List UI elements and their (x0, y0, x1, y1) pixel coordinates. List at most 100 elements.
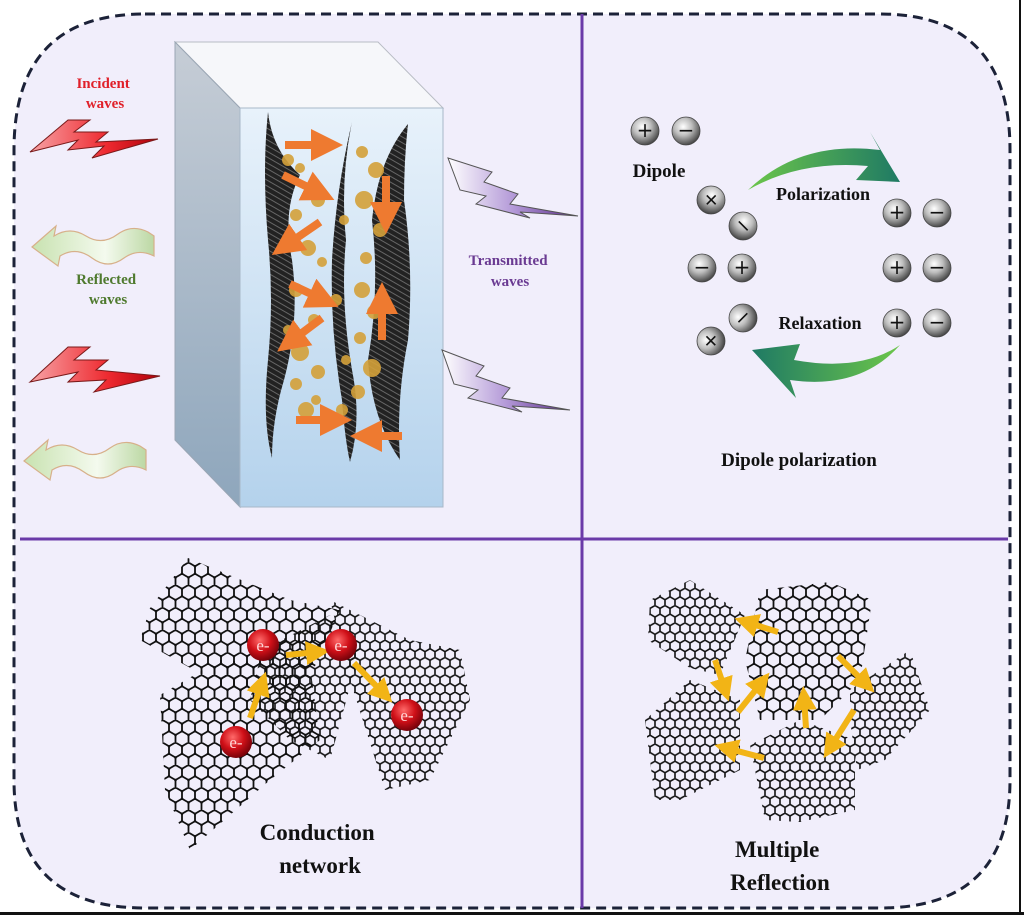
gold-particle (354, 332, 366, 344)
negative-charge-sphere: − (687, 253, 717, 283)
electron-label: e- (229, 733, 243, 752)
gold-particle (282, 154, 294, 166)
positive-charge-sphere: + (696, 326, 726, 356)
gold-particle (373, 223, 387, 237)
panel-wave-interaction: Incident waves Reflected waves Transmitt… (23, 40, 579, 509)
charge-symbol: + (889, 255, 906, 279)
positive-charge-sphere: + (630, 116, 660, 146)
gold-particle (360, 252, 372, 264)
electron: e- (391, 699, 423, 731)
transmitted-wave-arrow (441, 349, 571, 413)
dipole-label: Dipole (633, 161, 686, 182)
negative-charge-sphere: − (671, 116, 701, 146)
gold-particle (311, 395, 321, 405)
reflected-wave-arrow (23, 438, 147, 482)
yellow-arrow (351, 660, 393, 703)
orange-arrow (277, 314, 325, 352)
yellow-arrow (835, 653, 875, 693)
gold-particle (356, 146, 368, 158)
negative-charge-sphere: − (922, 253, 952, 283)
dipole-spheres: +−+−−+−++−+−+− (630, 116, 952, 356)
positive-charge-sphere: + (696, 185, 726, 215)
panel-dipole-polarization: +−+−−+−++−+−+− Dipole Polarization Relax… (630, 116, 952, 471)
negative-charge-sphere: − (922, 198, 952, 228)
reflected-wave-arrow (31, 224, 155, 268)
yellow-arrow (285, 641, 330, 666)
charge-symbol: + (734, 255, 751, 279)
gold-particle (298, 402, 314, 418)
negative-charge-sphere: − (922, 308, 952, 338)
graphene-sheet-middle (331, 122, 357, 462)
gold-particle (290, 378, 302, 390)
gold-particle (330, 294, 342, 306)
charge-symbol: + (889, 310, 906, 334)
reflected-waves-label: Reflected waves (76, 272, 140, 308)
relaxation-arrow (752, 344, 900, 398)
conduction-network-caption: Conduction network (260, 820, 381, 878)
gold-particle (354, 282, 370, 298)
gold-particle (351, 385, 365, 399)
electrons: e-e-e-e- (220, 629, 423, 758)
positive-charge-sphere: + (882, 253, 912, 283)
gold-particle (311, 365, 325, 379)
internal-reflection-arrows (271, 129, 402, 452)
transmitted-wave-arrow (447, 157, 579, 219)
incident-wave-arrow (29, 119, 159, 159)
electron-label: e- (334, 636, 348, 655)
positive-charge-sphere: + (727, 253, 757, 283)
polarization-label: Polarization (776, 184, 870, 204)
frame-edge-bottom (0, 912, 1024, 915)
electron: e- (325, 629, 357, 661)
gold-particle (290, 209, 302, 221)
gold-particle (295, 163, 305, 173)
transmitted-waves-label: Transmitted waves (469, 253, 552, 290)
yellow-arrow (735, 672, 770, 714)
charge-symbol: − (929, 200, 946, 224)
electron-label: e- (256, 636, 270, 655)
panel-multiple-reflection: Multiple Reflection (645, 580, 930, 895)
graphene-sheet (745, 582, 872, 720)
positive-charge-sphere: + (882, 198, 912, 228)
yellow-arrow (714, 739, 765, 763)
charge-symbol: − (929, 310, 946, 334)
charge-symbol: + (889, 200, 906, 224)
yellow-arrow (246, 671, 270, 719)
incident-wave-arrow (28, 346, 161, 393)
negative-charge-sphere: − (728, 303, 758, 333)
charge-symbol: − (929, 255, 946, 279)
frame-edge-right (1019, 0, 1021, 915)
dipole-polarization-caption: Dipole polarization (721, 450, 877, 471)
reflection-arrows (709, 614, 875, 763)
positive-charge-sphere: + (882, 308, 912, 338)
gold-particle (291, 343, 309, 361)
gold-particle (300, 240, 316, 256)
relaxation-label: Relaxation (779, 313, 862, 333)
gold-particle (339, 215, 349, 225)
absorber-block (173, 40, 445, 509)
yellow-arrow (709, 659, 733, 702)
charge-symbol: − (678, 118, 695, 142)
yellow-arrow (792, 686, 817, 729)
charge-symbol: + (637, 118, 654, 142)
electron: e- (220, 726, 252, 758)
orange-arrow (288, 278, 339, 308)
graphene-sheet (645, 680, 740, 800)
panel-conduction-network: e-e-e-e- Conduction network (140, 558, 470, 878)
polarization-arrow (748, 132, 900, 190)
electron: e- (247, 629, 279, 661)
orange-arrow (281, 171, 335, 201)
yellow-arrow (734, 614, 779, 638)
graphene-sheet-left (265, 112, 300, 458)
multiple-reflection-caption: Multiple Reflection (730, 837, 830, 895)
charge-symbol: − (694, 255, 711, 279)
gold-particle (363, 359, 381, 377)
graphene-sheet (648, 580, 745, 675)
gold-particle (283, 325, 293, 335)
gold-particle (336, 404, 348, 416)
yellow-arrow (823, 708, 857, 759)
block-side-face (174, 40, 241, 509)
gold-particle (341, 355, 351, 365)
incident-waves-label: Incident waves (76, 76, 133, 112)
orange-arrow (271, 218, 323, 256)
